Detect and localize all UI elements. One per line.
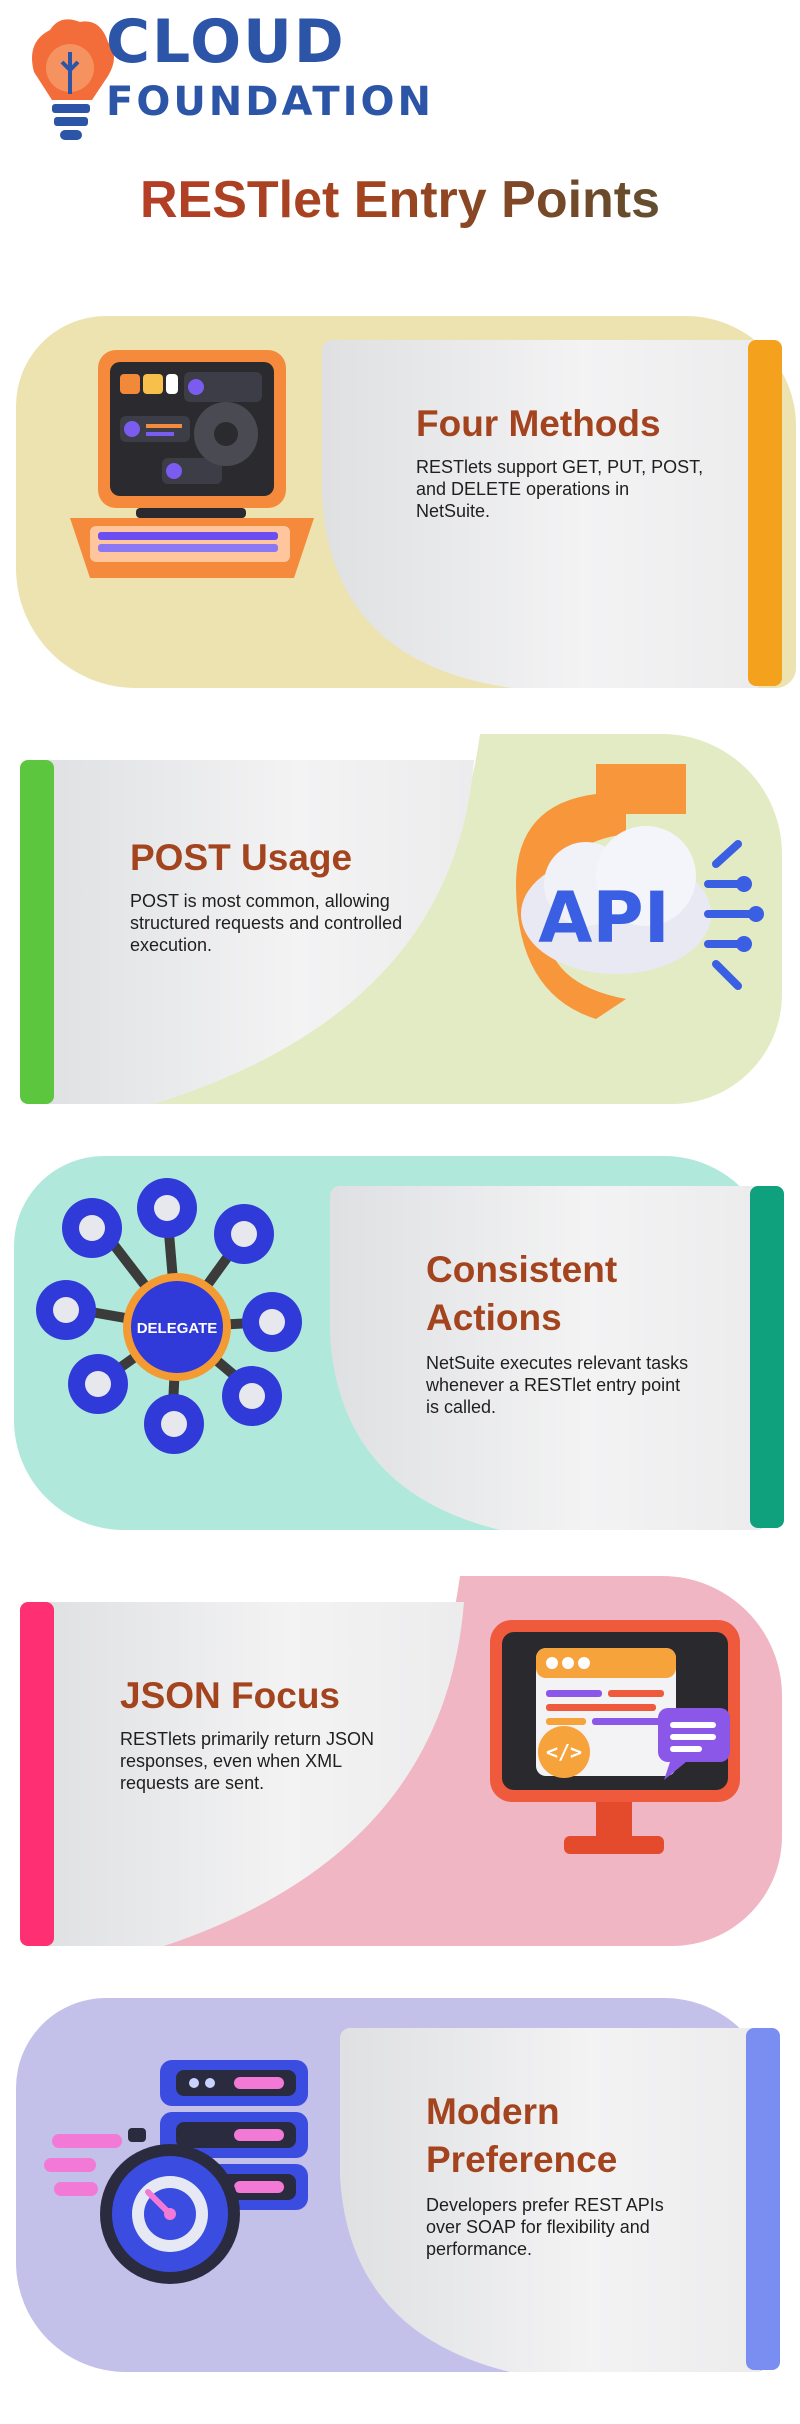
card-title: JSON Focus (120, 1675, 340, 1716)
page-title: RESTlet Entry Points (0, 168, 800, 232)
card-panel (340, 2028, 760, 2372)
code-label: </> (546, 1740, 582, 1764)
server-stopwatch-icon (44, 2060, 308, 2284)
delegate-network-icon: DELEGATE (36, 1178, 302, 1454)
card-accent-stripe (748, 340, 782, 686)
card-panel (330, 1186, 760, 1530)
card-accent-stripe (20, 760, 54, 1104)
logo-text-foundation: FOUNDATION (106, 79, 434, 125)
logo-text-cloud: CLOUD (106, 7, 346, 77)
card-description: NetSuite executes relevant tasks wheneve… (426, 1353, 689, 1417)
card-description: RESTlets primarily return JSON responses… (120, 1729, 375, 1793)
card-consistent-actions: DELEGATE Consistent Actions NetSuite exe… (0, 1152, 800, 1538)
card-title: Four Methods (416, 403, 661, 444)
card-json-focus: </> JSON Focus RESTlets primarily return… (0, 1572, 800, 1958)
laptop-settings-icon (70, 350, 314, 578)
monitor-code-icon: </> (490, 1620, 740, 1854)
card-title: POST Usage (130, 837, 353, 878)
card-accent-stripe (746, 2028, 780, 2370)
card-title: Consistent Actions (426, 1249, 618, 1338)
logo[interactable]: CLOUD FOUNDATION (0, 0, 480, 140)
card-description: POST is most common, allowing structured… (130, 891, 403, 955)
card-four-methods: Four Methods RESTlets support GET, PUT, … (0, 312, 800, 694)
card-description: Developers prefer REST APIs over SOAP fo… (426, 2195, 664, 2259)
api-cloud-gear-icon: API (516, 764, 764, 1019)
card-description: RESTlets support GET, PUT, POST, and DEL… (416, 457, 704, 521)
card-accent-stripe (20, 1602, 54, 1946)
api-label: API (538, 877, 670, 959)
lightbulb-cloud-icon (32, 19, 114, 140)
card-modern-preference: Modern Preference Developers prefer REST… (0, 1994, 800, 2380)
delegate-label: DELEGATE (137, 1320, 218, 1337)
card-accent-stripe (750, 1186, 784, 1528)
card-post-usage: API POST Usage POST is most common, allo… (0, 730, 800, 1116)
card-panel (322, 340, 758, 688)
card-title: Modern Preference (426, 2091, 618, 2180)
